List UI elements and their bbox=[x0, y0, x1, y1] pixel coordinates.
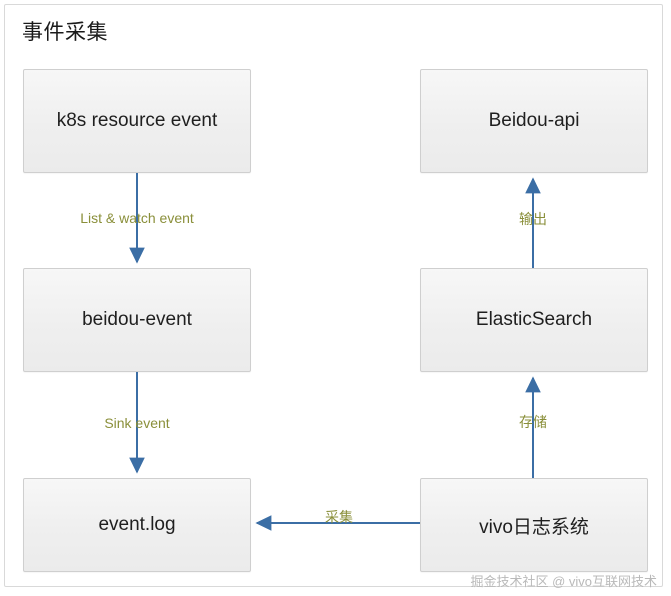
edge-label-list-watch-event: List & watch event bbox=[80, 210, 194, 226]
edge-label-cunchu: 存储 bbox=[519, 414, 547, 430]
node-beidou-api[interactable]: Beidou-api bbox=[420, 69, 648, 173]
node-elasticsearch[interactable]: ElasticSearch bbox=[420, 268, 648, 372]
node-k8s-resource-event[interactable]: k8s resource event bbox=[23, 69, 251, 173]
edge-label-caiji: 采集 bbox=[325, 509, 353, 525]
node-label: ElasticSearch bbox=[475, 309, 593, 330]
watermark: 掘金技术社区 @ vivo互联网技术 bbox=[470, 574, 657, 589]
node-label: k8s resource event bbox=[56, 110, 218, 131]
node-label: event.log bbox=[98, 514, 176, 535]
diagram-title: 事件采集 bbox=[22, 21, 108, 44]
node-label: Beidou-api bbox=[488, 110, 580, 131]
node-beidou-event[interactable]: beidou-event bbox=[23, 268, 251, 372]
node-label: beidou-event bbox=[82, 309, 192, 330]
node-label: vivo日志系统 bbox=[479, 516, 589, 538]
node-vivo-log-system[interactable]: vivo日志系统 bbox=[420, 478, 648, 572]
node-event-log[interactable]: event.log bbox=[23, 478, 251, 572]
edge-label-shuchu: 输出 bbox=[519, 211, 547, 227]
edge-label-sink-event: Sink event bbox=[104, 415, 170, 431]
